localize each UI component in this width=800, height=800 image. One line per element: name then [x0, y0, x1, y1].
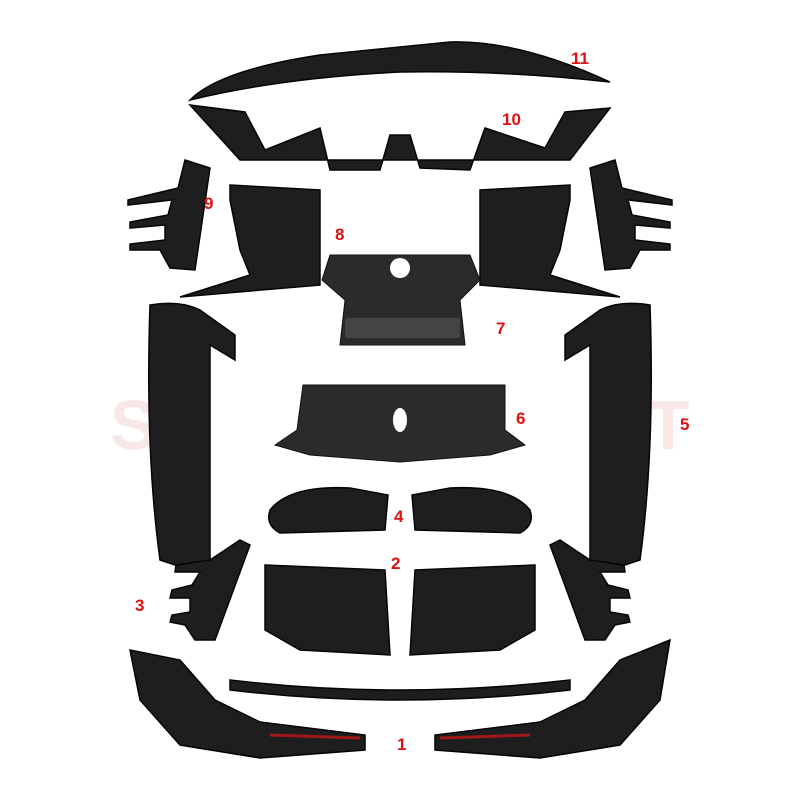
part-9-right — [589, 159, 673, 271]
label-6: 6 — [516, 409, 526, 428]
label-10: 10 — [502, 110, 521, 129]
part-9-left — [127, 159, 211, 271]
label-9: 9 — [204, 194, 214, 213]
label-2: 2 — [391, 554, 401, 573]
part-3-right — [549, 539, 631, 641]
part-1-left — [129, 649, 366, 759]
label-8: 8 — [335, 225, 345, 244]
part-11-spoiler — [187, 41, 611, 102]
part-10-diffuser — [188, 103, 612, 171]
part-8-left — [179, 184, 321, 298]
part-1-lip-bar — [229, 679, 571, 701]
part-4-left — [268, 486, 389, 534]
label-1: 1 — [397, 735, 407, 754]
label-11: 11 — [571, 49, 589, 68]
part-8-right — [479, 184, 621, 298]
part-4-right — [411, 486, 532, 534]
part-3-left — [169, 539, 251, 641]
label-5: 5 — [680, 415, 690, 434]
part-5-right — [564, 302, 652, 571]
part-2-left — [264, 564, 391, 656]
part-5-left — [148, 302, 236, 571]
part-1-right — [434, 638, 671, 759]
label-3: 3 — [135, 596, 145, 615]
label-7: 7 — [496, 319, 506, 338]
part-2-right — [409, 564, 536, 656]
label-4: 4 — [394, 507, 404, 526]
